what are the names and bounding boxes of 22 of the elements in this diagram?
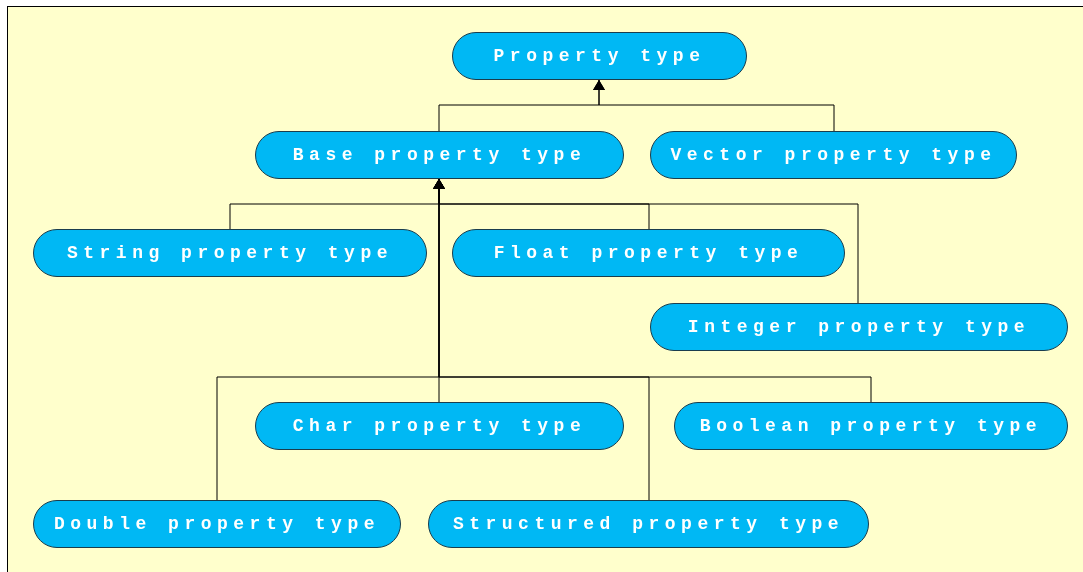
type-pill bbox=[255, 131, 624, 179]
type-label: Float property type bbox=[493, 241, 804, 265]
type-pill bbox=[255, 402, 624, 450]
type-label: Integer property type bbox=[687, 315, 1031, 339]
type-pill bbox=[33, 500, 401, 548]
connector-arrow bbox=[593, 79, 835, 132]
type-pill bbox=[33, 229, 427, 277]
type-label: Structured property type bbox=[452, 512, 845, 536]
type-label: Double property type bbox=[53, 512, 380, 536]
type-label: Property type bbox=[493, 44, 706, 68]
type-pill bbox=[650, 303, 1068, 351]
connector-arrow bbox=[433, 178, 650, 501]
type-label: Char property type bbox=[292, 414, 587, 438]
type-label: String property type bbox=[66, 241, 393, 265]
type-label: Boolean property type bbox=[699, 414, 1043, 438]
type-label: Base property type bbox=[292, 143, 587, 167]
type-pill bbox=[452, 32, 747, 80]
type-pill bbox=[674, 402, 1068, 450]
type-pill bbox=[650, 131, 1017, 179]
type-pill bbox=[452, 229, 845, 277]
type-pill bbox=[428, 500, 869, 548]
type-label: Vector property type bbox=[670, 143, 997, 167]
